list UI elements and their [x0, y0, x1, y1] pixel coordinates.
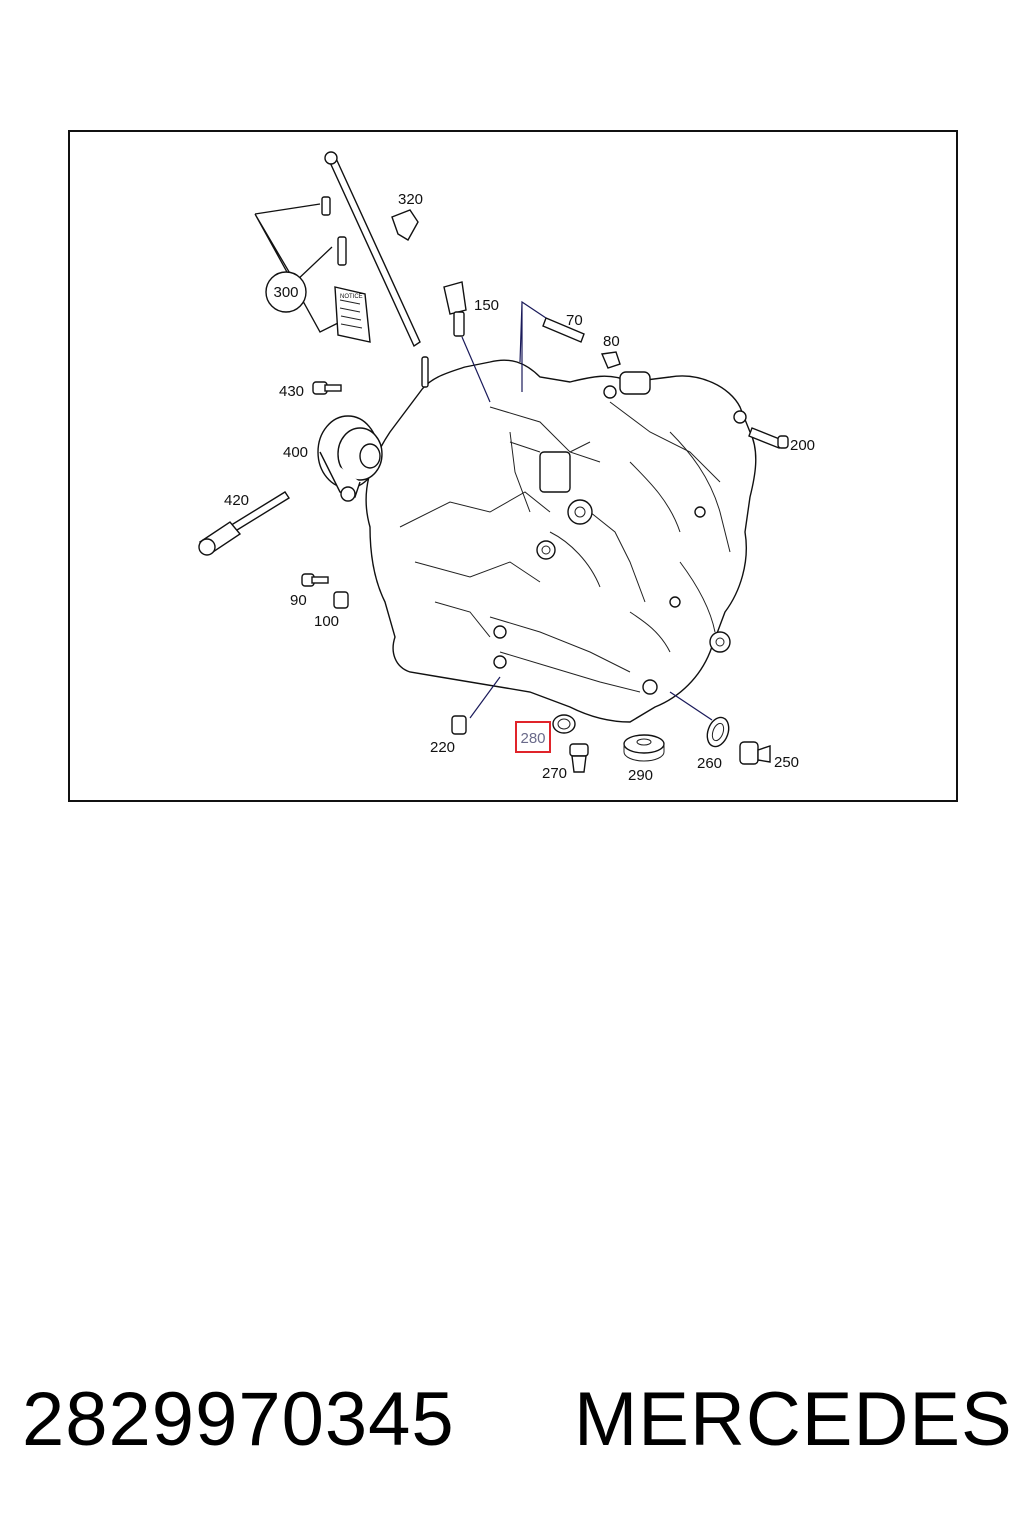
part-250-filler-plug: 250	[739, 741, 799, 771]
callout-220: 220	[430, 739, 455, 756]
callout-250: 250	[774, 754, 799, 771]
part-150-sensor: 150	[443, 281, 499, 403]
footer: 2829970345 MERCEDES	[0, 1370, 1024, 1470]
callout-260: 260	[697, 755, 722, 772]
part-420-shaft: 420	[198, 491, 290, 556]
callout-400: 400	[283, 444, 308, 461]
part-260-seal-ring: 260	[669, 691, 730, 772]
part-270-drain-plug: 270	[542, 743, 589, 782]
part-280-washer: 280	[515, 714, 576, 753]
part-220-dowel: 220	[430, 676, 501, 756]
highlight-box	[515, 721, 551, 753]
callout-320: 320	[398, 191, 423, 208]
part-400-release-bearing: 400	[283, 415, 383, 502]
callout-290: 290	[628, 767, 653, 784]
part-300-kit: NOTICE 300	[254, 151, 429, 388]
callout-90: 90	[290, 592, 307, 609]
booklet-text: NOTICE	[340, 294, 363, 300]
callout-70: 70	[566, 312, 583, 329]
part-320-clip: 320	[391, 191, 423, 241]
part-200-bolt: 200	[748, 427, 815, 454]
gearbox-housing	[365, 359, 757, 723]
callout-430: 430	[279, 383, 304, 400]
part-430-bolt: 430	[279, 381, 342, 400]
callout-150: 150	[474, 297, 499, 314]
callout-420: 420	[224, 492, 249, 509]
part-100-sleeve: 100	[314, 591, 349, 630]
callout-100: 100	[314, 613, 339, 630]
callout-200: 200	[790, 437, 815, 454]
diagram-frame: NOTICE 300 320 150 70 80	[68, 130, 958, 802]
callout-80: 80	[603, 333, 620, 350]
callout-300: 300	[273, 284, 298, 301]
part-90-bolt: 90	[290, 573, 329, 609]
brand-name: MERCEDES	[574, 1377, 1013, 1462]
exploded-parts-diagram: NOTICE 300 320 150 70 80	[198, 151, 815, 784]
part-80-nut: 80	[600, 333, 621, 369]
callout-270: 270	[542, 765, 567, 782]
part-290-spacer: 290	[623, 734, 665, 784]
part-number: 2829970345	[22, 1377, 455, 1462]
callout-280: 280	[520, 730, 545, 747]
part-70-stud: 70	[519, 300, 585, 392]
